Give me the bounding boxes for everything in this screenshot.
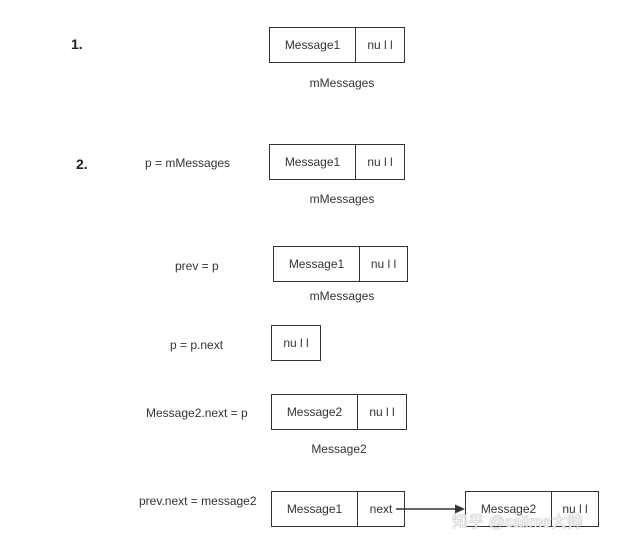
node-value-cell: Message2	[272, 395, 358, 429]
step-number-1: 1.	[71, 36, 83, 52]
caption-mmessages-row1: mMessages	[309, 76, 375, 90]
node-value-cell: Message1	[272, 492, 358, 526]
label-prev-next-equals-message2: prev.next = message2	[139, 494, 257, 508]
label-prev-equals-p: prev = p	[175, 259, 219, 273]
node-message1-row2: Message1 nu l l	[269, 144, 405, 180]
node-message2-row6: Message2 nu l l	[465, 491, 599, 527]
label-p-equals-mmessages: p = mMessages	[145, 156, 231, 170]
node-null-row4: nu l l	[271, 325, 321, 361]
arrow-head	[455, 504, 465, 514]
node-next-cell: nu l l	[367, 155, 393, 169]
watermark-text: 知乎 @callme大帅	[452, 514, 583, 531]
node-null-cell: nu l l	[283, 336, 309, 350]
node-message1-row1: Message1 nu l l	[269, 27, 405, 63]
node-message2-row5: Message2 nu l l	[271, 394, 407, 430]
node-message1-row3: Message1 nu l l	[273, 246, 408, 282]
node-value-cell: Message1	[270, 28, 356, 62]
node-value-cell: Message1	[270, 145, 356, 179]
node-next-cell: next	[369, 502, 393, 516]
caption-message2-row5: Message2	[311, 442, 367, 456]
node-value-cell: Message2	[466, 492, 552, 526]
step-number-2: 2.	[76, 156, 88, 172]
node-next-cell: nu l l	[369, 405, 395, 419]
label-message2-next-equals-p: Message2.next = p	[146, 406, 248, 420]
caption-mmessages-row3: mMessages	[309, 289, 375, 303]
caption-mmessages-row2: mMessages	[309, 192, 375, 206]
node-next-cell: nu l l	[367, 38, 393, 52]
node-next-cell: nu l l	[370, 257, 397, 271]
node-message1-row6: Message1 next	[271, 491, 405, 527]
node-next-cell: nu l l	[562, 502, 588, 516]
node-value-cell: Message1	[274, 247, 360, 281]
label-p-equals-p-next: p = p.next	[170, 338, 224, 352]
